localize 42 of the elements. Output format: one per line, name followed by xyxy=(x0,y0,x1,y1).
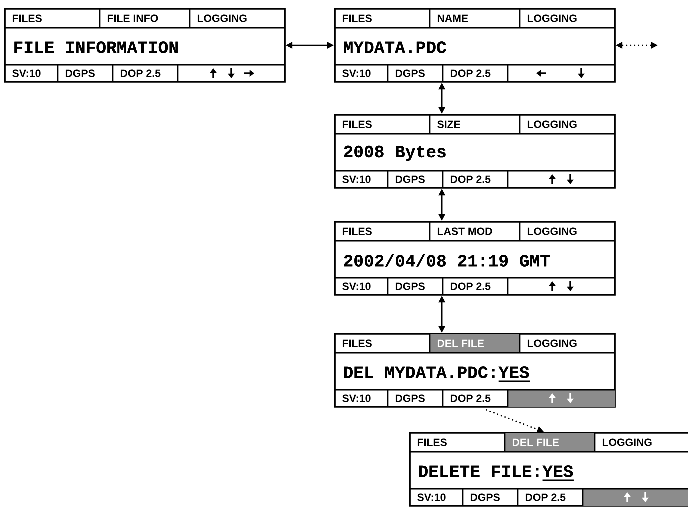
status-label: DGPS xyxy=(396,394,425,402)
status-label: DOP 2.5 xyxy=(120,70,161,78)
tab-label: NAME xyxy=(438,14,468,22)
status-label: DGPS xyxy=(396,282,425,290)
tab-label: FILES xyxy=(342,228,372,236)
status-label: SV:10 xyxy=(342,176,371,184)
node-label: MYDATA.PDC xyxy=(344,42,446,54)
status-label: DOP 2.5 xyxy=(450,176,491,184)
tab-label: FILES xyxy=(418,438,447,446)
tab-label: FILES xyxy=(12,14,42,22)
status-label: DGPS xyxy=(396,176,425,184)
status-label: DGPS xyxy=(396,70,425,78)
status-label: SV:10 xyxy=(342,70,371,78)
tab-label: LOGGING xyxy=(602,438,652,446)
status-label: SV:10 xyxy=(342,282,371,290)
tab-label: FILES xyxy=(342,120,372,128)
node-label: 2002/04/08 21:19 GMT xyxy=(344,254,550,267)
node-label: DEL MYDATA.PDC:YES xyxy=(344,366,530,378)
status-label: SV:10 xyxy=(418,494,446,502)
tab-label: FILES xyxy=(342,14,372,22)
tab-label: SIZE xyxy=(438,120,460,128)
status-label: DOP 2.5 xyxy=(450,394,491,402)
node-label: 2008 Bytes xyxy=(344,146,446,162)
tab-label: LOGGING xyxy=(528,228,577,236)
tab-label: LOGGING xyxy=(528,120,577,128)
tab-label: FILE INFO xyxy=(108,14,158,22)
tab-label: LOGGING xyxy=(198,14,247,22)
tab-label: LAST MOD xyxy=(438,228,492,236)
status-label: SV:10 xyxy=(12,70,41,78)
node-label: DELETE FILE:YES xyxy=(419,466,574,478)
tab-label: LOGGING xyxy=(528,340,577,348)
active-tab: DEL FILE xyxy=(430,334,520,353)
status-label: DOP 2.5 xyxy=(450,70,491,78)
status-label: DOP 2.5 xyxy=(450,282,491,290)
status-label: SV:10 xyxy=(342,394,371,402)
node-label: FILE INFORMATION xyxy=(14,42,178,54)
tab-label: LOGGING xyxy=(528,14,577,22)
status-label: DGPS xyxy=(66,70,95,78)
tab-label: FILES xyxy=(342,340,372,348)
status-label: DGPS xyxy=(470,494,500,502)
status-label: DOP 2.5 xyxy=(526,494,566,502)
active-tab: DEL FILE xyxy=(505,433,595,452)
